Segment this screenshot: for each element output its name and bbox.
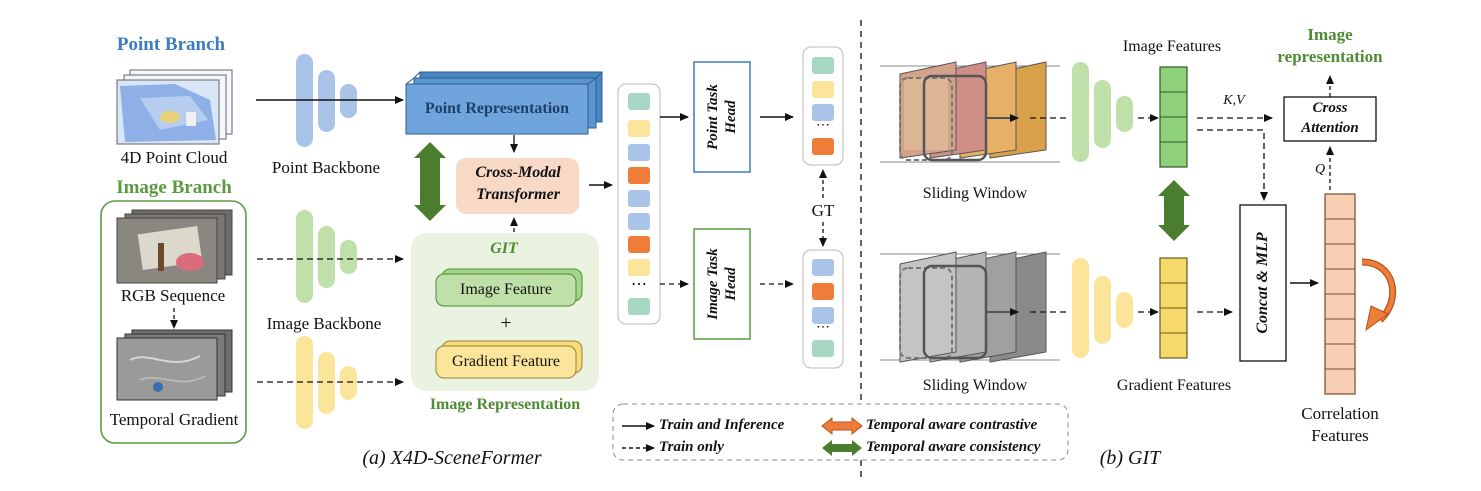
caption-b: (b) GIT (1099, 447, 1161, 469)
kv-label: K,V (1223, 93, 1245, 108)
arrow-image-to-concat (1197, 129, 1268, 201)
gradient-feature-label: Gradient Feature (452, 353, 560, 370)
image-task-head-line1: Image Task (705, 248, 721, 320)
correlation-line2: Features (1311, 426, 1369, 445)
token-list (628, 93, 650, 315)
rgb-sequence-label: RGB Sequence (120, 286, 226, 305)
sliding-window-top-label: Sliding Window (922, 185, 1028, 202)
correlation-features-column (1324, 193, 1356, 395)
point-cloud-label: 4D Point Cloud (120, 148, 228, 167)
concat-mlp-box (1239, 204, 1287, 362)
concat-mlp-text: Concat & MLP (1240, 205, 1286, 361)
image-feature-box (435, 273, 577, 307)
sliding-window-bottom-label: Sliding Window (922, 377, 1028, 394)
point-representation-box (405, 71, 603, 135)
caption-a: (a) X4D-SceneFormer (362, 447, 542, 469)
point-branch-title: Point Branch (116, 34, 226, 55)
cross-attention-line1: Cross (1312, 100, 1348, 116)
legend-orange-double-arrow (821, 416, 863, 436)
gradient-sliding-window (880, 251, 1060, 363)
image-feature-label: Image Feature (460, 281, 552, 298)
point-task-head-line1: Point Task (705, 84, 721, 150)
legend-train-inference: Train and Inference (659, 417, 785, 433)
cross-attention-line2: Attention (1301, 120, 1359, 136)
image-task-head-box (693, 228, 751, 340)
q-label: Q (1314, 162, 1326, 177)
output-ellipsis-top: ⋯ (816, 118, 830, 133)
correlation-line1: Correlation (1301, 404, 1379, 423)
image-encoder-green (1072, 62, 1133, 162)
consistency-double-arrow (414, 142, 446, 221)
legend-train-only: Train only (659, 439, 724, 455)
gradient-features-label: Gradient Features (1116, 377, 1232, 394)
point-cloud-stack (116, 69, 233, 145)
image-representation-right-line1: Image (1307, 25, 1353, 44)
plus-sign: + (500, 312, 512, 334)
gradient-encoder-yellow (1072, 258, 1133, 358)
gt-label: GT (811, 201, 835, 220)
contrastive-curved-arrow (1361, 258, 1397, 332)
image-backbone-label: Image Backbone (266, 314, 382, 333)
token-ellipsis: ⋯ (631, 276, 647, 293)
image-features-label: Image Features (1122, 38, 1222, 55)
git-label: GIT (490, 240, 518, 257)
image-task-head-text: Image Task Head (694, 229, 750, 339)
legend-green-double-arrow (822, 440, 862, 456)
temporal-gradient-label: Temporal Gradient (109, 410, 239, 429)
point-task-head-box (693, 61, 751, 173)
point-backbone-label: Point Backbone (271, 158, 381, 177)
rgb-sliding-window (880, 61, 1060, 163)
rgb-sequence-stack (116, 209, 233, 284)
legend-box (612, 403, 1069, 461)
point-task-head-line2: Head (723, 100, 739, 134)
image-task-head-line2: Head (723, 267, 739, 301)
image-branch-title: Image Branch (116, 177, 232, 198)
image-features-column (1159, 66, 1188, 168)
cross-modal-line1: Cross-Modal (475, 164, 561, 181)
cross-modal-transformer-box (456, 158, 579, 214)
legend-temporal-consistency: Temporal aware consistency (866, 439, 1041, 455)
point-representation-label: Point Representation (424, 100, 570, 117)
image-representation-right-line2: representation (1277, 47, 1383, 66)
gradient-features-column (1159, 257, 1188, 359)
right-consistency-arrow (1158, 180, 1190, 241)
image-representation-label: Image Representation (429, 396, 581, 413)
temporal-gradient-stack (116, 329, 233, 401)
cross-attention-box (1283, 96, 1377, 142)
point-task-head-text: Point Task Head (694, 62, 750, 172)
image-backbone-yellow-icon (296, 336, 357, 429)
output-ellipsis-bottom: ⋯ (816, 320, 830, 335)
gradient-feature-box (435, 345, 577, 379)
legend-temporal-contrastive: Temporal aware contrastive (866, 417, 1038, 433)
image-backbone-green-icon (296, 210, 357, 303)
point-backbone-icon (296, 54, 357, 147)
cross-modal-line2: Transformer (476, 186, 560, 203)
concat-mlp-label: Concat & MLP (1254, 232, 1271, 334)
